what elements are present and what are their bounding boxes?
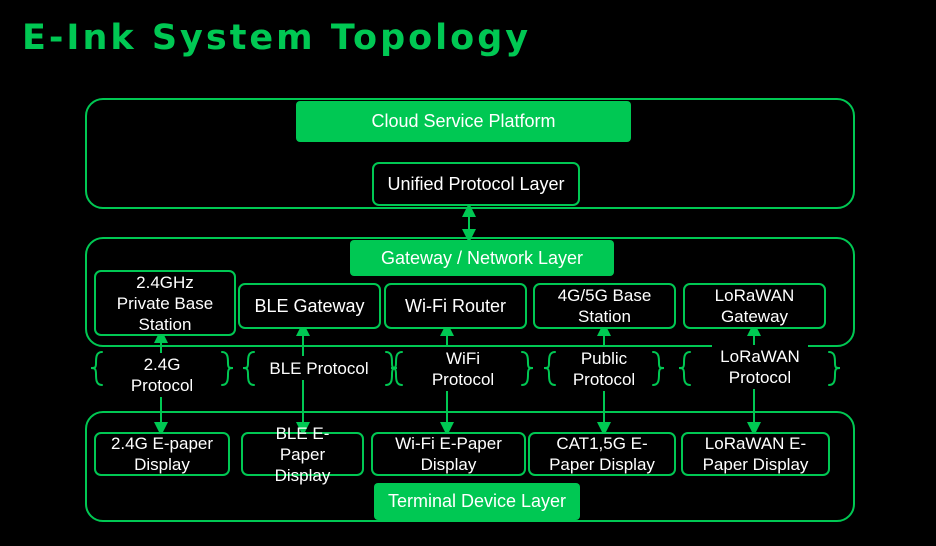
gateway-4g-5g-base-station: 4G/5G Base Station [533, 283, 676, 329]
terminal-lorawan-display: LoRaWAN E- Paper Display [681, 432, 830, 476]
cloud-service-platform-label: Cloud Service Platform [296, 101, 631, 142]
gateway-wifi-router: Wi-Fi Router [384, 283, 527, 329]
terminal-wifi-display: Wi-Fi E-Paper Display [371, 432, 526, 476]
terminal-cat1-5g-display: CAT1,5G E- Paper Display [528, 432, 676, 476]
brace-open-public [543, 351, 556, 386]
terminal-ble-display: BLE E- Paper Display [241, 424, 364, 485]
brace-open-2-4g [90, 351, 103, 386]
brace-close-ble [385, 351, 398, 386]
brace-close-2-4g [221, 351, 234, 386]
protocol-lorawan: LoRaWAN Protocol [712, 345, 808, 389]
protocol-ble: BLE Protocol [260, 356, 378, 380]
terminal-2-4g-display: 2.4G E-paper Display [94, 432, 230, 476]
brace-open-wifi [390, 351, 403, 386]
gateway-network-layer-label: Gateway / Network Layer [350, 240, 614, 276]
terminal-device-layer-label: Terminal Device Layer [374, 483, 580, 520]
page-title: E-Ink System Topology [22, 18, 532, 58]
brace-open-lorawan [678, 351, 691, 386]
gateway-lorawan: LoRaWAN Gateway [683, 283, 826, 329]
protocol-2-4g: 2.4G Protocol [118, 353, 206, 397]
terminal-layer-panel [85, 411, 855, 522]
gateway-ble: BLE Gateway [238, 283, 381, 329]
brace-open-ble [242, 351, 255, 386]
gateway-2-4ghz-base-station: 2.4GHz Private Base Station [94, 270, 236, 336]
unified-protocol-layer-box: Unified Protocol Layer [372, 162, 580, 206]
protocol-wifi: WiFi Protocol [420, 347, 506, 391]
brace-close-wifi [521, 351, 534, 386]
brace-close-public [652, 351, 665, 386]
protocol-public: Public Protocol [563, 347, 645, 391]
brace-close-lorawan [828, 351, 841, 386]
